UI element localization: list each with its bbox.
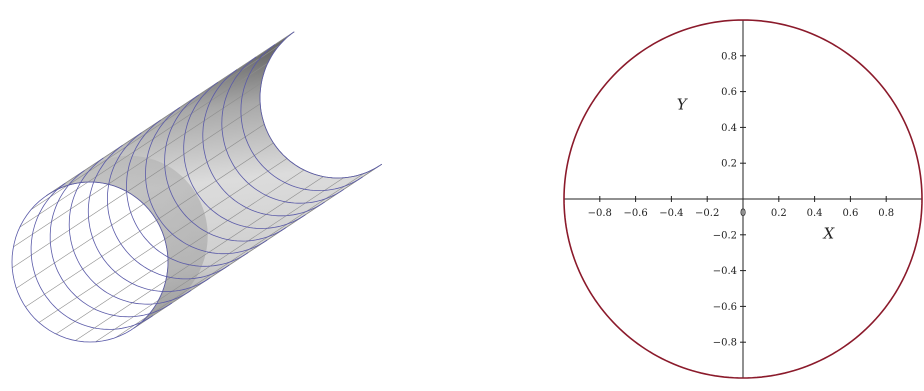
y-tick-label: −0.6 [713, 302, 737, 313]
mesh-ring [11, 181, 169, 343]
x-tick-label: −0.6 [623, 208, 647, 219]
mesh-longitude-line [25, 142, 274, 308]
x-tick-label: 0.8 [878, 208, 894, 219]
mesh-ring [221, 56, 344, 204]
x-tick-label: −0.2 [695, 208, 719, 219]
cylinder-surface [11, 31, 383, 343]
mesh-longitude-line [115, 173, 364, 338]
mesh-longitude-line [38, 158, 288, 323]
axes [564, 20, 922, 378]
y-tick-labels: −0.8 −0.6 −0.4 −0.2 0.2 0.4 0.6 0.8 [713, 51, 737, 348]
mesh-ring [49, 170, 173, 318]
y-tick-label: −0.4 [713, 266, 737, 277]
x-tick-label: 0.2 [771, 208, 787, 219]
x-axis-label: X [823, 224, 836, 242]
cylinder-surface-plot [0, 0, 430, 387]
mesh-ring [259, 31, 383, 179]
cylinder-inner-shadow [46, 155, 208, 329]
mesh-longitude-line [55, 169, 305, 335]
tick-marks [599, 55, 887, 343]
mesh-longitude-line [30, 45, 280, 210]
y-tick-label: −0.8 [713, 338, 737, 349]
y-tick-label: 0.6 [721, 87, 737, 98]
y-axis-label: Y [677, 96, 689, 114]
y-tick-label: 0.4 [721, 123, 737, 134]
mesh-ring [164, 94, 287, 242]
cylinder-mesh [11, 31, 383, 343]
circle-series-line [563, 19, 923, 379]
y-tick-label: −0.2 [713, 230, 737, 241]
mesh-ring [68, 157, 192, 305]
mesh-longitude-line [95, 177, 344, 343]
mesh-ring [202, 69, 325, 217]
mesh-longitude-line [19, 62, 268, 228]
mesh-longitude-line [75, 176, 324, 341]
x-tick-label: −0.4 [659, 208, 683, 219]
mesh-longitude-line [13, 82, 262, 248]
mesh-ring [30, 182, 154, 330]
mesh-longitude-line [16, 123, 265, 289]
y-tick-label: 0.2 [721, 159, 737, 170]
series [563, 19, 923, 379]
mesh-ring [145, 107, 268, 255]
x-tick-label: 0.6 [842, 208, 858, 219]
x-tick-label: 0.4 [807, 208, 823, 219]
mesh-ring [126, 119, 249, 267]
y-tick-label: 0.8 [721, 51, 737, 62]
x-tick-label: 0 [740, 208, 746, 219]
x-tick-labels: −0.8 −0.6 −0.4 −0.2 0 0.2 0.4 0.6 0.8 [588, 208, 895, 219]
mesh-ring [240, 44, 363, 191]
mesh-longitude-line [12, 103, 261, 269]
mesh-ring [107, 132, 230, 280]
mesh-ring [183, 81, 306, 229]
x-tick-label: −0.8 [588, 208, 612, 219]
mesh-ring [87, 144, 211, 292]
